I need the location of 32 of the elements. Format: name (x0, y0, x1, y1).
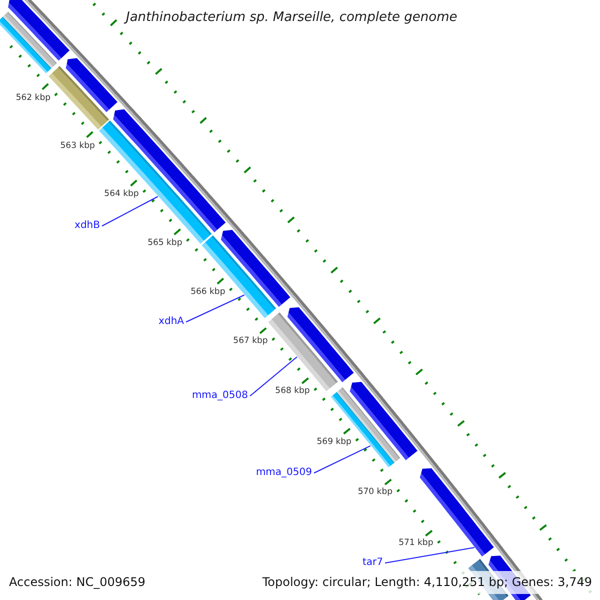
tick-label: 564 kbp (104, 189, 139, 200)
gene-label: mma_0509 (256, 467, 312, 479)
tick-label: 563 kbp (60, 140, 95, 151)
gene-label: mma_0508 (192, 390, 248, 402)
leader-line (314, 445, 371, 474)
leader-line (102, 196, 158, 226)
gene-block (350, 382, 418, 460)
tick-label: 569 kbp (316, 436, 352, 447)
gene-bar (2, 12, 57, 68)
tick-label: 565 kbp (148, 238, 182, 248)
gene-bar (48, 66, 110, 130)
tick-label: 570 kbp (358, 487, 392, 498)
gene-block (8, 0, 70, 61)
tick-label: 562 kbp (16, 92, 50, 103)
tick-label: 571 kbp (398, 538, 434, 548)
leader-line (250, 356, 298, 396)
gene-bar (330, 392, 394, 468)
accession-text: Accession: NC_009659 (9, 574, 146, 590)
gene-label: xdhB (74, 220, 100, 232)
gene-block (287, 307, 354, 382)
gene-label: tar7 (362, 557, 383, 569)
gene-bar (336, 387, 400, 463)
tick-label: 568 kbp (275, 386, 310, 396)
leader-line (186, 294, 245, 322)
leader-line (384, 547, 475, 564)
map-title: Janthinobacterium sp. Marseille, complete genome (126, 10, 458, 26)
gene-label: xdhA (158, 316, 184, 328)
gene-block (420, 468, 494, 556)
gene-block (66, 58, 118, 112)
gene-bar (0, 16, 52, 74)
tick-label: 566 kbp (190, 286, 226, 297)
tick-label: 567 kbp (233, 336, 268, 346)
